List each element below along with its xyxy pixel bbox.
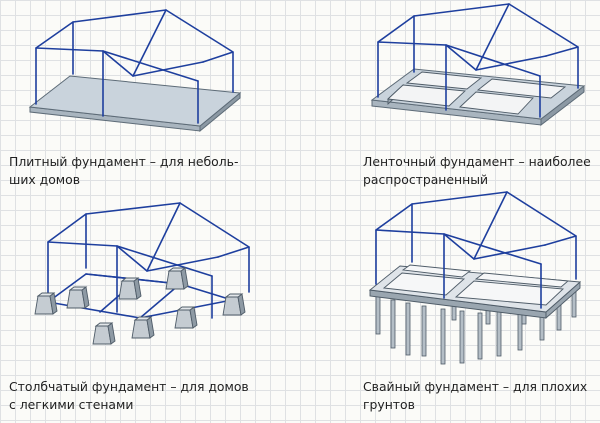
strip-frame (370, 68, 586, 127)
caption-pile-foundation: Свайный фундамент – для плохих грунтов (363, 379, 588, 412)
house-wireframe (35, 9, 234, 124)
column-foundation-illustration (34, 202, 250, 345)
caption-slab-foundation: Плитный фундамент – для неболь- ших домо… (9, 154, 239, 187)
piles (375, 279, 577, 365)
column-piers (34, 267, 246, 345)
house-wireframe (47, 202, 250, 319)
pile-foundation-illustration (368, 191, 582, 365)
grillage-frame (368, 264, 582, 319)
caption-column-foundation: Столбчатый фундамент – для домов с легки… (9, 379, 249, 412)
house-wireframe (377, 3, 579, 118)
slab-foundation-illustration (28, 9, 242, 133)
caption-strip-foundation: Ленточный фундамент – наиболее распростр… (363, 154, 591, 187)
house-wireframe (375, 191, 577, 309)
slab (28, 75, 242, 133)
strip-foundation-illustration (370, 3, 586, 127)
